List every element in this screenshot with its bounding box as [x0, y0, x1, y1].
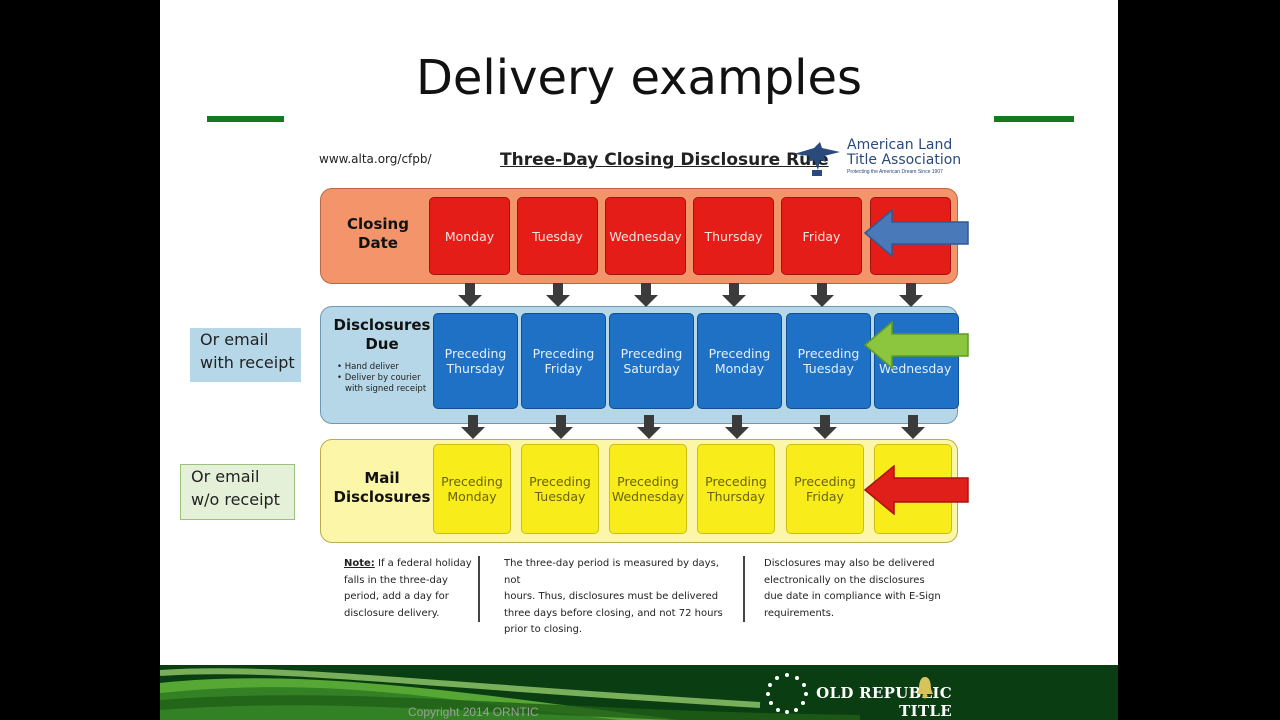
slide-title: Delivery examples [415, 50, 863, 106]
due-day-1: Preceding Thursday [433, 313, 518, 409]
holiday-note: Note: If a federal holiday falls in the … [344, 556, 474, 622]
alta-logo: American Land Title Association Protecti… [792, 138, 962, 180]
due-day-3: Preceding Saturday [609, 313, 694, 409]
alta-tagline: Protecting the American Dream Since 1907 [847, 169, 943, 175]
right-accent-rule [994, 116, 1074, 122]
mail-day-3: Preceding Wednesday [609, 444, 687, 534]
eagle-logo-icon [794, 142, 840, 176]
closing-day-wednesday: Wednesday [605, 197, 686, 275]
note-divider-1 [478, 556, 480, 622]
email-without-receipt-label: Or email w/o receipt [180, 464, 295, 520]
green-left-arrow-icon [864, 321, 969, 369]
footer-band [160, 665, 1118, 720]
down-arrow-icon [899, 283, 923, 307]
down-arrow-icon [546, 283, 570, 307]
due-day-4: Preceding Monday [697, 313, 782, 409]
note-text: If a federal holiday falls in the three-… [344, 558, 472, 619]
electronic-note: Disclosures may also be delivered electr… [764, 558, 941, 619]
old-republic-logo: OLD REPUBLIC TITLE [762, 672, 952, 720]
bullet-courier: • Deliver by courier with signed receipt [337, 373, 427, 394]
blue-left-arrow-icon [864, 209, 969, 257]
measure-note: The three-day period is measured by days… [504, 558, 723, 635]
closing-day-monday: Monday [429, 197, 510, 275]
down-arrow-icon [634, 283, 658, 307]
down-arrow-icon [813, 415, 837, 439]
email-with-receipt-label: Or email with receipt [190, 328, 301, 382]
mail-disclosures-label: Mail Disclosures [333, 469, 431, 506]
down-arrow-icon [549, 415, 573, 439]
closing-day-friday: Friday [781, 197, 862, 275]
closing-day-thursday: Thursday [693, 197, 774, 275]
down-arrow-icon [637, 415, 661, 439]
bullet-hand-deliver: • Hand deliver [337, 362, 399, 372]
due-day-2: Preceding Friday [521, 313, 606, 409]
copyright: Copyright 2014 ORNTIC [408, 705, 539, 719]
down-arrow-icon [461, 415, 485, 439]
down-arrow-icon [810, 283, 834, 307]
closing-date-label: Closing Date [347, 215, 409, 252]
slide: Delivery examples www.alta.org/cfpb/ Thr… [160, 0, 1118, 720]
star-ring-icon [766, 673, 808, 714]
closing-day-tuesday: Tuesday [517, 197, 598, 275]
down-arrow-icon [458, 283, 482, 307]
alta-url: www.alta.org/cfpb/ [319, 152, 432, 166]
mail-day-1: Preceding Monday [433, 444, 511, 534]
mail-day-5: Preceding Friday [786, 444, 864, 534]
down-arrow-icon [722, 283, 746, 307]
disclosures-due-label: Disclosures Due [333, 316, 431, 353]
mail-day-4: Preceding Thursday [697, 444, 775, 534]
mail-day-2: Preceding Tuesday [521, 444, 599, 534]
rule-title: Three-Day Closing Disclosure Rule [500, 150, 829, 170]
delivery-methods: • Hand deliver • Deliver by courier with… [337, 362, 437, 395]
down-arrow-icon [725, 415, 749, 439]
down-arrow-icon [901, 415, 925, 439]
due-day-5: Preceding Tuesday [786, 313, 871, 409]
old-republic-brand: OLD REPUBLIC TITLE [816, 684, 952, 720]
alta-name: American Land Title Association [847, 137, 962, 168]
due-day-6-label: Wednesday [879, 361, 952, 376]
left-accent-rule [207, 116, 284, 122]
bell-icon [917, 677, 933, 699]
note-label: Note: [344, 558, 375, 569]
footer-background [160, 665, 1118, 720]
note-divider-2 [743, 556, 745, 622]
red-left-arrow-icon [864, 465, 969, 515]
